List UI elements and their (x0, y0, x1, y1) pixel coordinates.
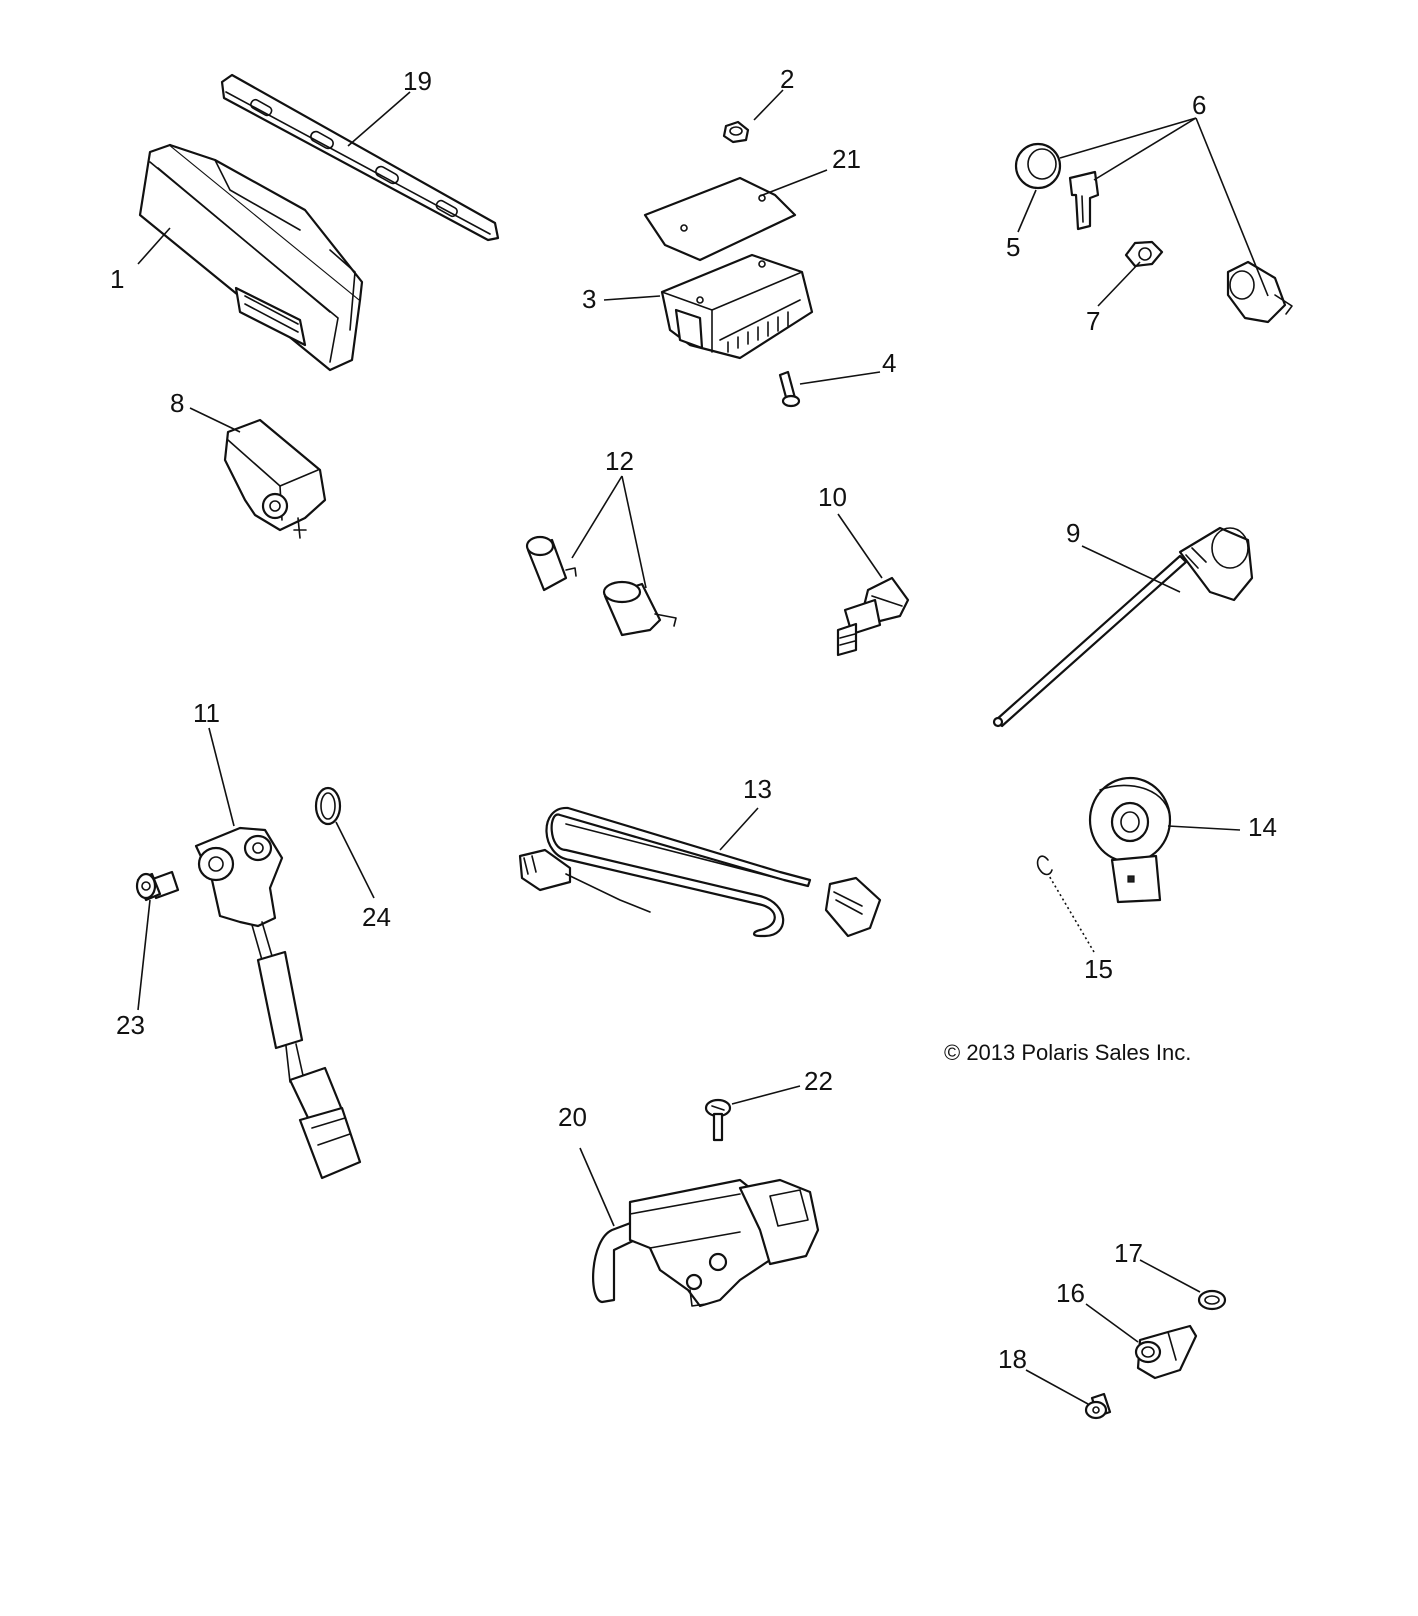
callout-21: 21 (832, 144, 861, 174)
callout-5: 5 (1006, 232, 1020, 262)
callout-16: 16 (1056, 1278, 1085, 1308)
part-13-harness (518, 806, 882, 938)
part-5-cap (1014, 142, 1062, 190)
callout-20: 20 (558, 1102, 587, 1132)
callout-24: 24 (362, 902, 391, 932)
callout-22: 22 (804, 1066, 833, 1096)
part-16-speed-sensor (1134, 1324, 1198, 1380)
part-4-bolt (778, 370, 801, 408)
callout-13: 13 (743, 774, 772, 804)
copyright-text: © 2013 Polaris Sales Inc. (944, 1040, 1191, 1065)
part-23-bolt (135, 870, 180, 902)
part-22-screw (704, 1098, 732, 1142)
callout-7: 7 (1086, 306, 1100, 336)
part-6-sensor (1226, 260, 1293, 324)
part-19-bracket (220, 73, 500, 242)
callout-14: 14 (1248, 812, 1277, 842)
part-7-grommet (1124, 240, 1164, 268)
callout-12: 12 (605, 446, 634, 476)
part-8-map-sensor (223, 418, 327, 539)
part-6-clip (1068, 170, 1100, 231)
leader-lines (137, 89, 1269, 1405)
callout-1: 1 (110, 264, 124, 294)
part-15-clip (1036, 855, 1053, 876)
callout-18: 18 (998, 1344, 1027, 1374)
callout-4: 4 (882, 348, 896, 378)
callout-11: 11 (193, 698, 220, 728)
part-20-valve (592, 1178, 820, 1308)
part-10-temp-sensor (836, 576, 910, 657)
callout-2: 2 (780, 64, 794, 94)
callout-10: 10 (818, 482, 847, 512)
callout-17: 17 (1114, 1238, 1143, 1268)
callout-15: 15 (1084, 954, 1113, 984)
callout-3: 3 (582, 284, 596, 314)
part-17-oring (1197, 1289, 1227, 1311)
part-9-probe-sensor (992, 526, 1254, 728)
part-14-knock-sensor (1088, 776, 1172, 904)
callout-19: 19 (403, 66, 432, 96)
part-18-bolt (1084, 1392, 1112, 1420)
part-12-connectors (525, 535, 677, 637)
part-3-box (660, 253, 814, 360)
part-11-tps (194, 826, 362, 1180)
callout-8: 8 (170, 388, 184, 418)
part-1-ecu (138, 143, 364, 372)
callout-9: 9 (1066, 518, 1080, 548)
part-24-oring (314, 786, 342, 826)
callout-6: 6 (1192, 90, 1206, 120)
part-2-nut (722, 120, 750, 144)
callout-23: 23 (116, 1010, 145, 1040)
callout-labels: 19 1 2 21 3 4 6 5 7 8 12 10 9 11 13 14 2… (110, 64, 1277, 1374)
